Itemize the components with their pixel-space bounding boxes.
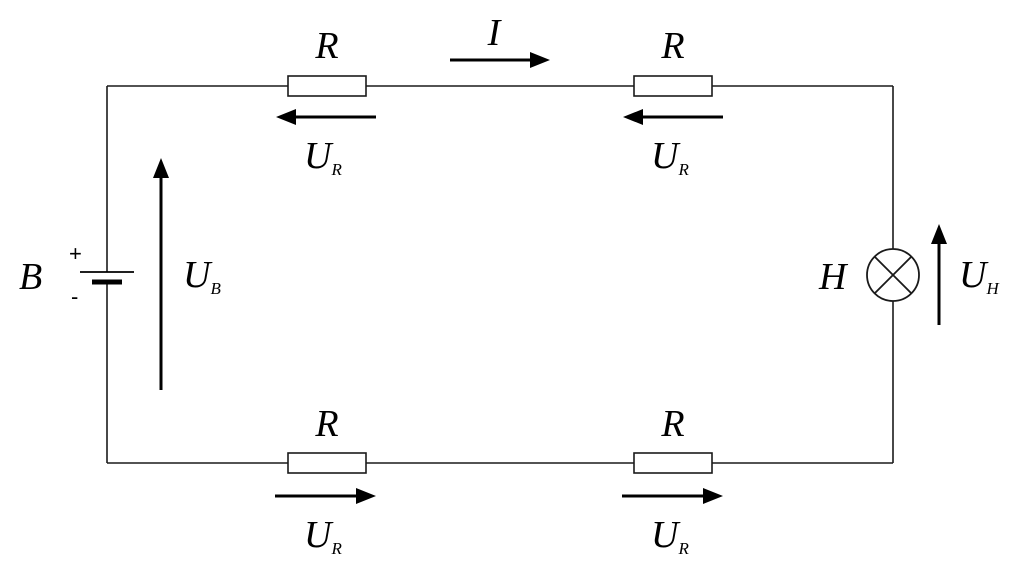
resistor-bottom-left-label: R	[314, 403, 338, 445]
resistor-bottom-left	[287, 452, 367, 474]
voltage-label-bottom-right: UR	[651, 514, 689, 558]
circuit-wires	[106, 85, 894, 464]
battery-voltage-arrow	[153, 158, 169, 390]
resistor-top-left	[287, 75, 367, 97]
voltage-arrow-bottom-right	[622, 488, 723, 504]
voltage-label-top-left: UR	[304, 135, 342, 179]
battery-symbol	[80, 271, 134, 285]
voltage-arrow-bottom-left	[275, 488, 376, 504]
voltage-arrow-top-right	[623, 109, 723, 125]
lamp-symbol	[866, 248, 920, 302]
battery-label: B	[19, 256, 42, 298]
lamp-label: H	[818, 256, 849, 298]
current-arrow	[450, 52, 550, 68]
lamp-voltage-label: UH	[959, 254, 1000, 298]
resistor-bottom-right-label: R	[660, 403, 684, 445]
voltage-arrow-top-left	[276, 109, 376, 125]
lamp-cross-b	[873, 255, 913, 295]
voltage-label-top-right: UR	[651, 135, 689, 179]
voltage-label-bottom-left: UR	[304, 514, 342, 558]
current-label: I	[487, 12, 503, 54]
resistor-bottom-right	[633, 452, 713, 474]
lamp-voltage-arrow	[931, 224, 947, 325]
resistor-top-left-label: R	[314, 25, 338, 67]
resistor-top-right	[633, 75, 713, 97]
battery-voltage-label: UB	[183, 254, 221, 298]
battery-minus-sign: -	[71, 284, 78, 309]
battery-plus-sign: +	[69, 241, 82, 266]
resistor-top-right-label: R	[660, 25, 684, 67]
